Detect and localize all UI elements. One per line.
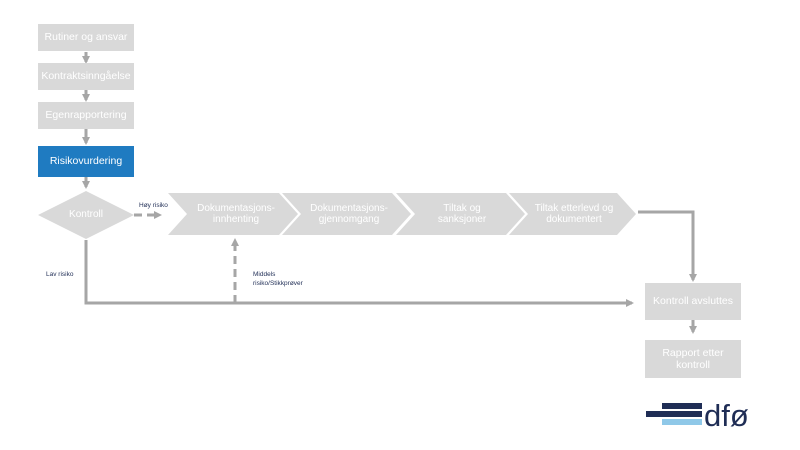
- chevron-label-3: Tiltak og sanksjoner: [437, 202, 487, 226]
- chevron-shape-4: [509, 193, 636, 235]
- edge-label-medium-line2: risiko/Stikkprøver: [253, 280, 303, 287]
- chevron-label-4: Tiltak etterlevd og dokumentert: [534, 202, 614, 226]
- logo-bar-bottom: [662, 419, 702, 425]
- decision-label: Kontroll: [69, 209, 103, 221]
- end-kontroll-avsluttes: Kontroll avsluttes: [645, 283, 741, 320]
- step-risikovurdering: Risikovurdering: [38, 146, 134, 177]
- step-egenrapportering: Egenrapportering: [38, 102, 134, 129]
- chevron-shape-3: [396, 193, 525, 235]
- logo-bar-middle: [646, 411, 702, 417]
- edge-label-low-risk: Lav risiko: [46, 271, 74, 278]
- decision-diamond: [38, 191, 134, 239]
- step-kontraktsinngaaelse: Kontraktsinngåelse: [38, 63, 134, 90]
- chevron-label-2: Dokumentasjons-gjennomgang: [310, 202, 388, 226]
- step-rutiner: Rutiner og ansvar: [38, 24, 134, 51]
- chevron-label-1: Dokumentasjons-innhenting: [197, 202, 275, 226]
- chevron-shape-2: [282, 193, 411, 235]
- end-rapport-etter-kontroll: Rapport etter kontroll: [645, 340, 741, 378]
- chevron-shape-1: [168, 193, 298, 235]
- edge-label-high-risk: Høy risiko: [139, 202, 168, 209]
- logo-text: dfø: [704, 398, 749, 433]
- arrow-chevron-to-end: [638, 210, 697, 282]
- arrow-low-risk: [84, 240, 634, 307]
- edge-label-medium-line1: Middels: [253, 271, 276, 278]
- logo-bar-top: [662, 403, 702, 409]
